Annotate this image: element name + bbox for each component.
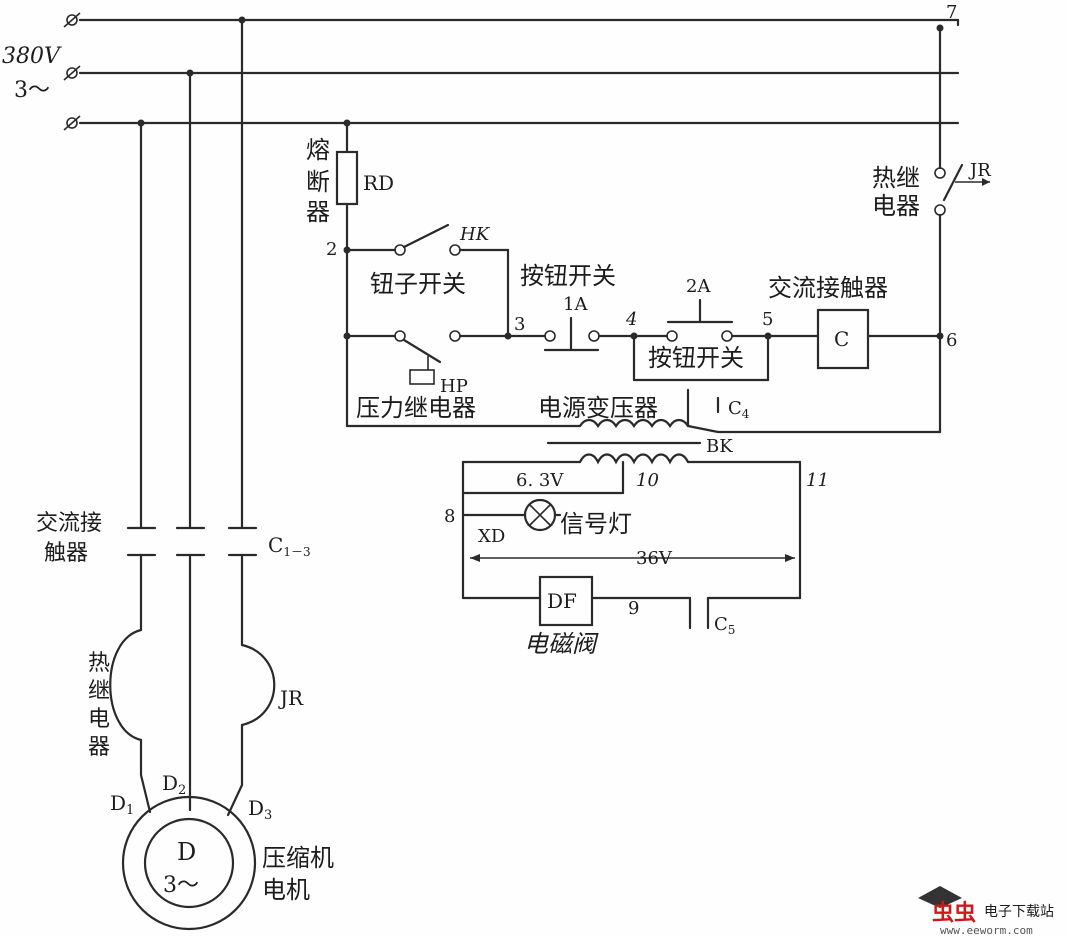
thermal-relay-label-b: 电器 — [872, 192, 920, 220]
hp-code: HP — [440, 376, 468, 397]
node-8: 8 — [444, 506, 455, 527]
node-6: 6 — [946, 330, 957, 351]
ac-contactor2-label-a: 交流接 — [36, 511, 102, 536]
node-9: 9 — [628, 598, 639, 619]
phase-label: 3～ — [14, 78, 50, 103]
power-transformer-label: 电源变压器 — [538, 394, 658, 422]
pressure-relay-label: 压力继电器 — [356, 394, 476, 422]
pushbutton-switch-label: 按钮开关 — [520, 262, 616, 290]
jr-code: JR — [968, 160, 991, 181]
node-4: 4 — [625, 309, 637, 330]
xd-code: XD — [478, 526, 505, 547]
node-11: 11 — [806, 470, 829, 491]
bk-code: BK — [706, 436, 733, 457]
watermark-text: 电子下载站 — [984, 904, 1054, 920]
motor-phase: 3～ — [163, 873, 199, 898]
fuse-code: RD — [363, 171, 394, 195]
thermal-relay2-label: 热 继 电 器 — [88, 651, 117, 760]
supply-lines — [63, 12, 960, 131]
c5-label: C5 — [714, 614, 735, 637]
voltage-label: 380V — [2, 44, 62, 69]
transformer-bk — [546, 441, 702, 465]
thermal-relay-label-a: 热继 — [872, 164, 920, 192]
svg-text:虫虫: 虫虫 — [932, 900, 976, 926]
motor-code: D — [177, 838, 196, 866]
watermark-logo: 虫虫 — [918, 886, 976, 926]
watermark-url: www.eeworm.com — [940, 924, 1033, 937]
secondary-circuits — [461, 460, 802, 630]
compressor-label: 压缩机 — [262, 844, 334, 872]
contactor-code: C — [834, 327, 849, 351]
d3-label: D3 — [248, 796, 272, 823]
btn-1a-label: 1A — [563, 294, 588, 315]
compressor-motor — [121, 795, 257, 931]
d2-label: D2 — [162, 771, 186, 798]
node-2: 2 — [326, 239, 337, 260]
node-3: 3 — [514, 314, 525, 335]
node-10: 10 — [636, 470, 659, 491]
c13-label: C1－3 — [268, 533, 311, 559]
btn-2a-label: 2A — [686, 276, 711, 297]
jr2-label: JR — [278, 686, 304, 710]
d1-label: D1 — [110, 791, 134, 818]
hk-code: HK — [459, 224, 491, 245]
df-code: DF — [547, 589, 577, 613]
c4-label: C4 — [728, 398, 750, 421]
v36-label: 36V — [636, 548, 673, 569]
node-7: 7 — [946, 2, 957, 23]
v63-label: 6. 3V — [516, 470, 564, 491]
ac-contactor-label: 交流接触器 — [768, 274, 888, 302]
node-5: 5 — [762, 309, 773, 330]
motor-branches — [109, 16, 276, 817]
fuse-label-cn: 熔 断 器 — [306, 136, 338, 226]
signal-lamp-label: 信号灯 — [560, 510, 632, 538]
pushbutton-switch2-label: 按钮开关 — [648, 344, 744, 372]
motor-label: 电机 — [262, 876, 310, 904]
ac-contactor2-label-b: 触器 — [44, 541, 88, 566]
solenoid-valve-label: 电磁阀 — [524, 630, 599, 658]
toggle-switch-label: 钮子开关 — [370, 270, 466, 298]
control-circuit — [335, 24, 990, 434]
